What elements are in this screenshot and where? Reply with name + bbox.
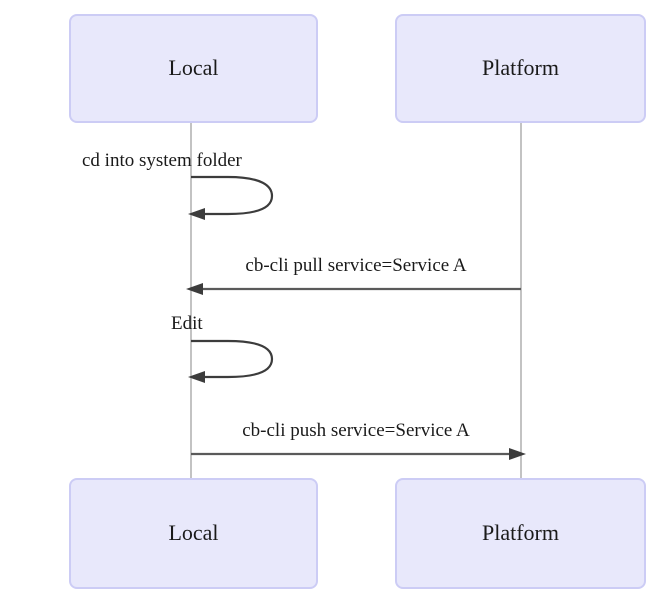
actor-label-local-top: Local bbox=[168, 55, 218, 80]
arrow-head-edit bbox=[188, 371, 205, 383]
arrow-head-cb-cli-push bbox=[509, 448, 526, 460]
message-edit[interactable]: Edit bbox=[171, 313, 274, 383]
message-label-edit: Edit bbox=[171, 313, 203, 334]
message-cb-cli-pull[interactable]: cb-cli pull service=Service A bbox=[186, 255, 521, 295]
message-label-cd-into-system-folder: cd into system folder bbox=[82, 150, 243, 171]
actor-label-local-bottom: Local bbox=[168, 520, 218, 545]
arrow-head-cd bbox=[188, 208, 205, 220]
actor-box-local-top-rect bbox=[69, 14, 318, 123]
self-loop-path-cd bbox=[191, 175, 274, 216]
actor-label-platform-bottom: Platform bbox=[482, 520, 559, 545]
message-cd-into-system-folder[interactable]: cd into system folder bbox=[82, 150, 274, 220]
actor-label-platform-top: Platform bbox=[482, 55, 559, 80]
message-label-cb-cli-pull: cb-cli pull service=Service A bbox=[245, 255, 466, 276]
message-label-cb-cli-push: cb-cli push service=Service A bbox=[242, 420, 470, 441]
actor-box-platform-top[interactable]: Platform bbox=[395, 14, 646, 123]
actor-box-platform-bottom[interactable]: Platform bbox=[395, 478, 646, 589]
actor-box-local-bottom[interactable]: Local bbox=[69, 478, 318, 589]
arrow-head-cb-cli-pull bbox=[186, 283, 203, 295]
message-cb-cli-push[interactable]: cb-cli push service=Service A bbox=[191, 420, 526, 460]
actor-box-local-bottom-rect bbox=[69, 478, 318, 589]
self-loop-path-edit bbox=[191, 339, 274, 379]
actor-box-local-top[interactable]: Local bbox=[69, 14, 318, 123]
actor-box-platform-bottom-rect bbox=[395, 478, 646, 589]
actor-box-platform-top-rect bbox=[395, 14, 646, 123]
